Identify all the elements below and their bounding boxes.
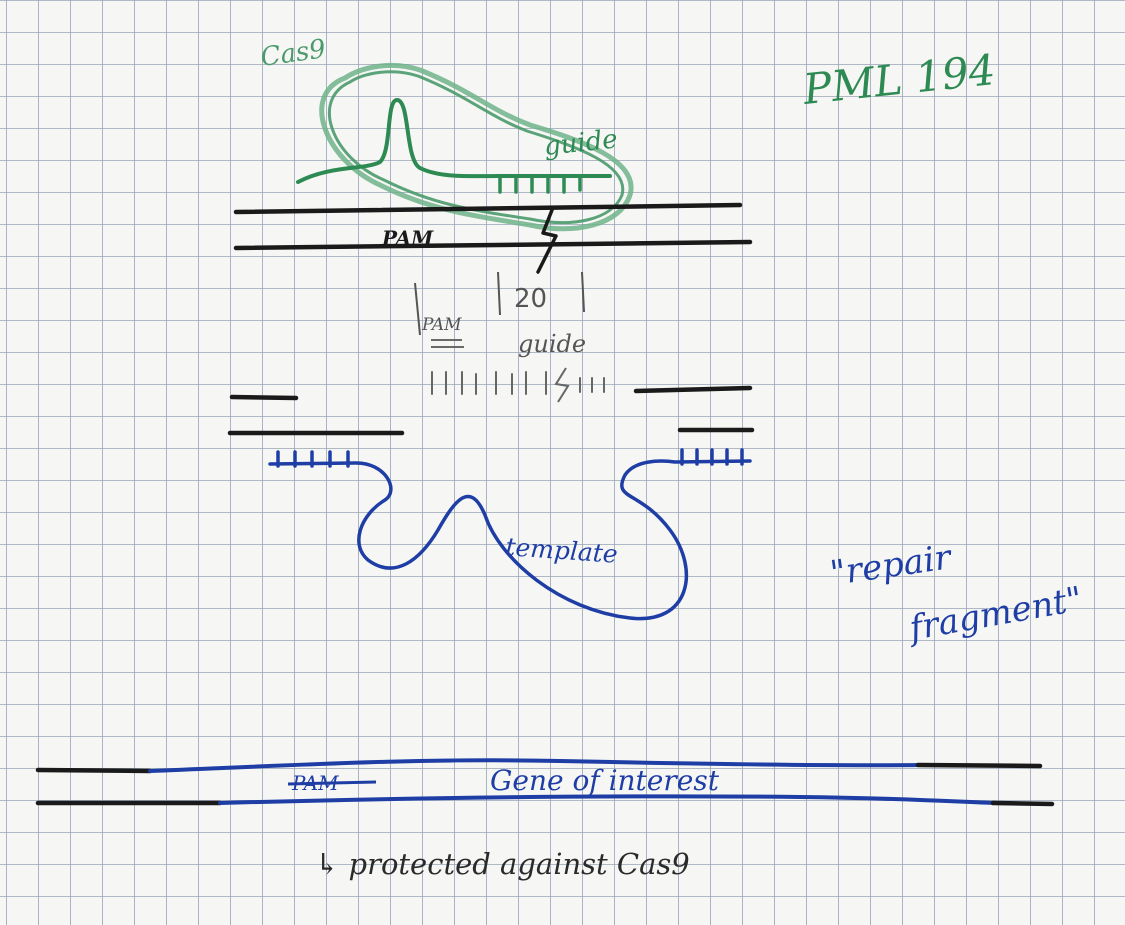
detail-separator-1	[497, 271, 501, 316]
template-strand	[268, 459, 752, 621]
gene-of-interest-label: Gene of interest	[490, 764, 720, 797]
pam-strikethrough	[287, 780, 377, 786]
detail-tick	[414, 282, 421, 336]
genome-top-black-right	[915, 762, 1043, 769]
left-homology-pairs	[276, 450, 350, 468]
protected-note: ↳ protected against Cas9	[315, 847, 690, 881]
pam-label: PAM	[381, 226, 434, 250]
detail-base-ticks	[431, 371, 605, 395]
detail-separator-2	[581, 271, 585, 313]
guide-base-pairs	[498, 176, 582, 194]
genome-top-blue	[148, 758, 922, 773]
right-homology-pairs	[680, 448, 744, 466]
cut-dna-ends	[227, 385, 755, 436]
genome-top-black-left	[35, 767, 153, 774]
left-top-end	[229, 394, 299, 401]
edited-genome: PAM Gene of interest	[35, 758, 1055, 807]
detail-cut-bolt	[554, 367, 570, 403]
repair-template: template	[268, 448, 752, 621]
right-top-end	[633, 385, 753, 394]
guide-rna-strand	[296, 97, 612, 184]
detail-pam-label: PAM	[421, 315, 462, 335]
dna-top-strand	[233, 202, 743, 215]
dna-bottom-strand	[233, 239, 753, 251]
pam-guide-detail: PAM 20 guide	[414, 271, 605, 403]
detail-count: 20	[514, 284, 547, 314]
cas9-protein-outline-inner	[328, 70, 625, 225]
genome-bottom-blue	[218, 794, 997, 805]
genome-bottom-black-right	[990, 800, 1055, 807]
detail-guide-label: guide	[518, 330, 586, 358]
cas9-complex: Cas9 guide PAM	[233, 34, 753, 274]
cut-site-bolt	[536, 208, 558, 274]
